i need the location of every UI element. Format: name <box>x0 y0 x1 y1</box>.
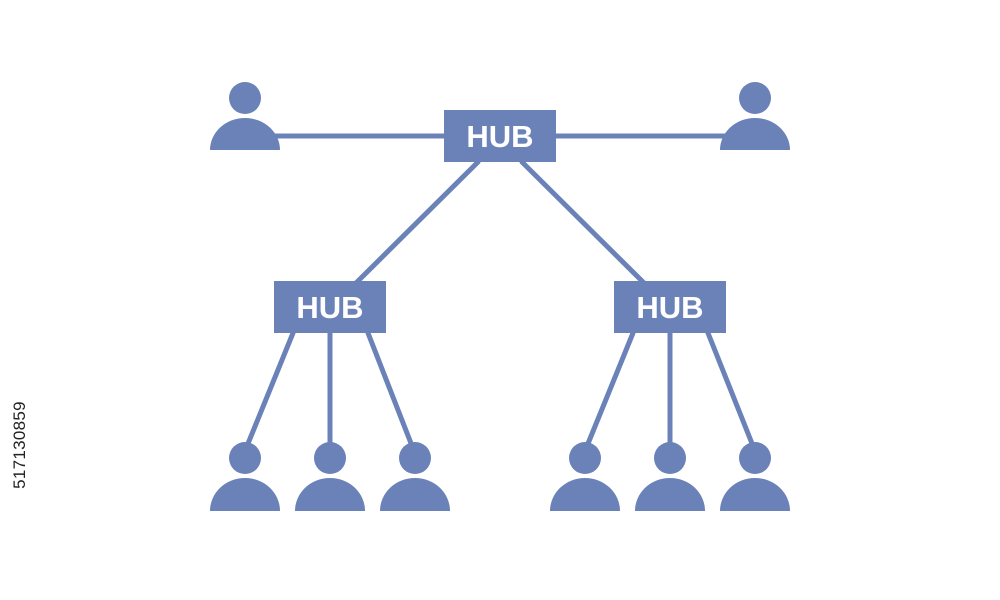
person-icon <box>635 442 705 511</box>
hub-label: HUB <box>636 290 703 325</box>
hub-label: HUB <box>296 290 363 325</box>
hub-node-right: HUB <box>614 281 726 333</box>
connections <box>242 133 758 454</box>
link-left-hub-user-3 <box>365 330 417 454</box>
person-icon <box>210 82 280 150</box>
stock-id-label: 517130859 <box>6 300 34 590</box>
person-icon <box>550 442 620 511</box>
person-icon <box>720 442 790 511</box>
person-icon <box>210 442 280 511</box>
stock-id-text: 517130859 <box>10 401 29 489</box>
link-right-hub-user-1 <box>582 330 636 454</box>
hub-label: HUB <box>466 119 533 154</box>
users <box>210 82 790 511</box>
hub-node-left: HUB <box>274 281 386 333</box>
hub-node-top: HUB <box>444 110 556 162</box>
person-icon <box>720 82 790 150</box>
person-icon <box>380 442 450 511</box>
link-right-hub-user-3 <box>705 330 758 454</box>
link-left-hub-user-1 <box>242 330 296 454</box>
link-top-left-hub <box>353 159 481 286</box>
link-top-right-hub <box>519 159 647 286</box>
person-icon <box>295 442 365 511</box>
